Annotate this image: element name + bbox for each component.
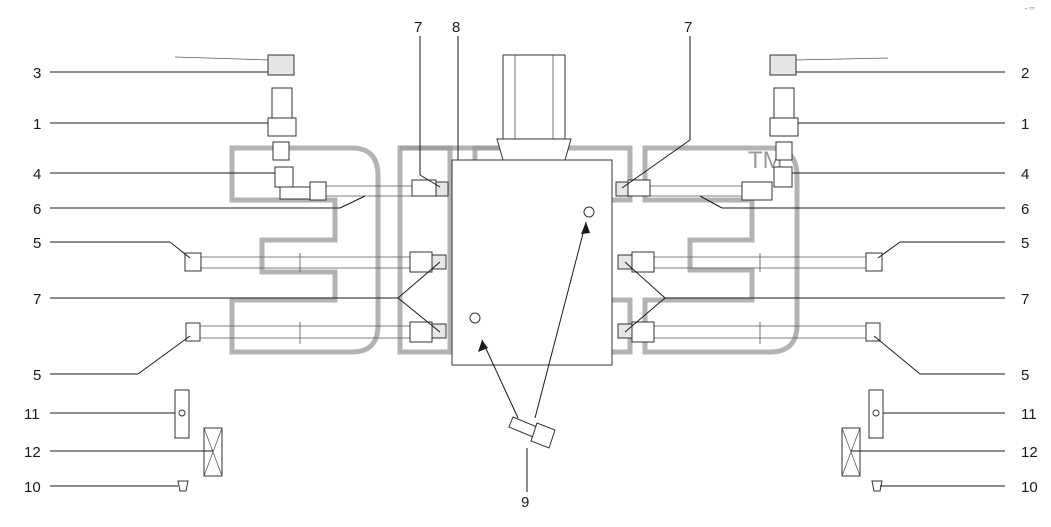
callout-12-right: 12 bbox=[1021, 444, 1038, 461]
callout-9: 9 bbox=[521, 494, 529, 511]
callout-5-left-top: 5 bbox=[33, 235, 41, 252]
callout-8: 8 bbox=[452, 19, 460, 36]
callout-7-top-right: 7 bbox=[684, 19, 692, 36]
callout-2: 2 bbox=[1021, 65, 1029, 82]
callout-1-right: 1 bbox=[1021, 116, 1029, 133]
callout-4-left: 4 bbox=[33, 166, 41, 183]
valve-block bbox=[451, 54, 613, 366]
leader-lines bbox=[50, 36, 1005, 492]
callout-labels: 7 8 7 3 2 1 1 4 4 6 6 5 5 7 7 5 5 11 11 … bbox=[24, 6, 1038, 511]
callout-11-right: 11 bbox=[1021, 406, 1037, 423]
callout-3: 3 bbox=[33, 65, 41, 82]
callout-7-mid-right: 7 bbox=[1021, 291, 1029, 308]
callout-12-left: 12 bbox=[24, 444, 41, 461]
callout-11-left: 11 bbox=[24, 406, 40, 423]
callout-10-right: 10 bbox=[1021, 479, 1038, 496]
callout-5-left-bottom: 5 bbox=[33, 367, 41, 384]
callout-10-left: 10 bbox=[24, 479, 41, 496]
corner-mark: ⌐ ≈≈ bbox=[1025, 6, 1035, 12]
callout-5-right-bottom: 5 bbox=[1021, 367, 1029, 384]
callout-6-right: 6 bbox=[1021, 201, 1029, 218]
callout-1-left: 1 bbox=[33, 116, 41, 133]
bolt bbox=[508, 416, 556, 449]
left-assembly bbox=[174, 54, 449, 492]
callout-7-top-left: 7 bbox=[414, 19, 422, 36]
callout-6-left: 6 bbox=[33, 201, 41, 218]
callout-5-right-top: 5 bbox=[1021, 235, 1029, 252]
callout-4-right: 4 bbox=[1021, 166, 1029, 183]
callout-7-mid-left: 7 bbox=[33, 291, 41, 308]
right-assembly bbox=[615, 54, 889, 492]
